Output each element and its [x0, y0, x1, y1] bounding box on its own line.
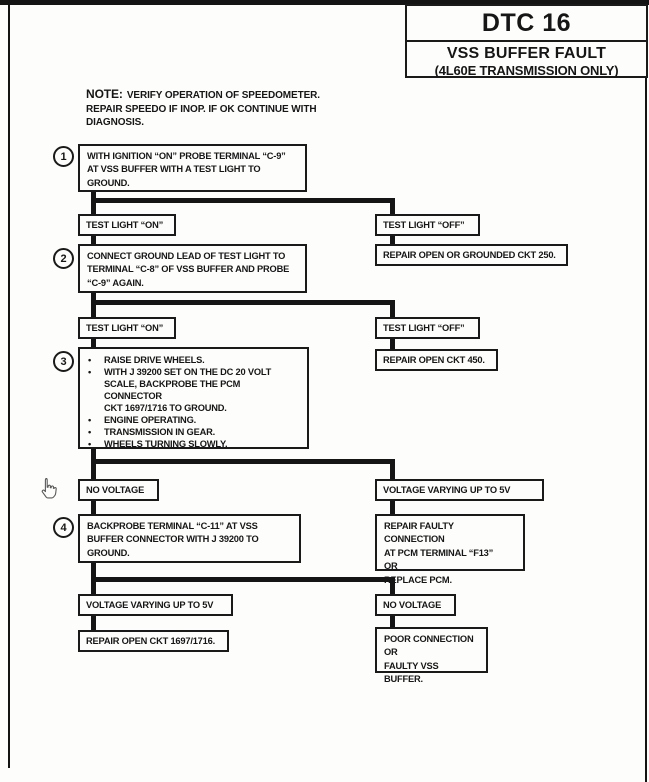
dtc-title-box: DTC 16 VSS BUFFER FAULT (4L60E TRANSMISS… — [405, 4, 648, 78]
branch4-left-action: REPAIR OPEN CKT 1697/1716. — [78, 630, 229, 652]
step-3-bullet-item: • WHEELS TURNING SLOWLY. — [88, 438, 300, 450]
step-3-bullet-text: TRANSMISSION IN GEAR. — [104, 427, 215, 437]
connector-line — [390, 300, 395, 319]
branch3-voltage-varying: VOLTAGE VARYING UP TO 5V — [375, 479, 544, 501]
branch3-no-voltage: NO VOLTAGE — [78, 479, 159, 501]
connector-line — [91, 236, 96, 246]
step-1-number: 1 — [53, 146, 74, 167]
bullet-icon: • — [88, 427, 92, 437]
dtc-code: DTC 16 — [481, 9, 572, 37]
bullet-icon: • — [88, 439, 92, 449]
step-1-box: WITH IGNITION “ON” PROBE TERMINAL “C-9” … — [78, 144, 307, 192]
connector-line — [91, 188, 96, 218]
connector-line — [390, 616, 395, 629]
connector-line — [91, 291, 96, 319]
branch3-right-action: REPAIR FAULTY CONNECTION AT PCM TERMINAL… — [375, 514, 525, 585]
note: NOTE:VERIFY OPERATION OF SPEEDOMETER. RE… — [86, 87, 406, 130]
branch4-voltage-varying: VOLTAGE VARYING UP TO 5V — [78, 594, 233, 616]
connector-line — [91, 339, 96, 349]
step-3-bullet-item: • TRANSMISSION IN GEAR. — [88, 426, 300, 438]
connector-line — [91, 198, 395, 203]
step-4-number: 4 — [53, 517, 74, 538]
hand-cursor-icon — [41, 478, 57, 499]
connector-line — [91, 500, 96, 516]
step-2-box: CONNECT GROUND LEAD OF TEST LIGHT TO TER… — [78, 244, 307, 293]
left-border-line — [8, 0, 10, 768]
connector-line — [390, 339, 395, 351]
note-text: VERIFY OPERATION OF SPEEDOMETER. REPAIR … — [86, 90, 320, 128]
step-4-box: BACKPROBE TERMINAL “C-11” AT VSS BUFFER … — [78, 514, 301, 563]
connector-line — [91, 300, 395, 305]
connector-line — [91, 447, 96, 481]
step-3-bullet-text: RAISE DRIVE WHEELS. — [104, 355, 205, 365]
step-2-number: 2 — [53, 248, 74, 269]
right-border-line — [645, 0, 647, 782]
step-3-bullet-item: • RAISE DRIVE WHEELS. — [88, 354, 300, 366]
branch2-off-action: REPAIR OPEN CKT 450. — [375, 349, 498, 371]
branch1-test-light-on: TEST LIGHT “ON” — [78, 214, 176, 236]
branch4-no-voltage: NO VOLTAGE — [375, 594, 456, 616]
fault-title: VSS BUFFER FAULT — [446, 45, 607, 62]
branch1-test-light-off: TEST LIGHT “OFF” — [375, 214, 480, 236]
connector-line — [390, 500, 395, 516]
fault-qualifier: (4L60E TRANSMISSION ONLY) — [434, 63, 619, 78]
title-divider — [407, 40, 646, 42]
connector-line — [390, 577, 395, 596]
step-3-bullet-item: • ENGINE OPERATING. — [88, 414, 300, 426]
step-3-box: • RAISE DRIVE WHEELS. • WITH J 39200 SET O… — [78, 347, 309, 449]
bullet-icon: • — [88, 355, 92, 365]
step-3-bullet-text: WHEELS TURNING SLOWLY. — [104, 439, 228, 449]
step-3-bullet-text: WITH J 39200 SET ON THE DC 20 VOLT SCALE… — [104, 367, 272, 413]
step-3-bullet-text: ENGINE OPERATING. — [104, 415, 196, 425]
bullet-icon: • — [88, 367, 92, 377]
note-label: NOTE: — [86, 87, 123, 101]
connector-line — [390, 236, 395, 246]
connector-line — [91, 459, 395, 464]
branch2-test-light-off: TEST LIGHT “OFF” — [375, 317, 480, 339]
branch4-right-action: POOR CONNECTION OR FAULTY VSS BUFFER. — [375, 627, 488, 684]
connector-line — [390, 198, 395, 216]
step-3-number: 3 — [53, 351, 74, 372]
bullet-icon: • — [88, 415, 92, 425]
connector-line — [91, 577, 395, 582]
step-3-bullet-item: • WITH J 39200 SET ON THE DC 20 VOLT SCAL… — [88, 366, 300, 414]
branch1-off-action: REPAIR OPEN OR GROUNDED CKT 250. — [375, 244, 568, 266]
connector-line — [390, 459, 395, 481]
top-border-line — [0, 0, 649, 5]
branch2-test-light-on: TEST LIGHT “ON” — [78, 317, 176, 339]
connector-line — [91, 616, 96, 632]
